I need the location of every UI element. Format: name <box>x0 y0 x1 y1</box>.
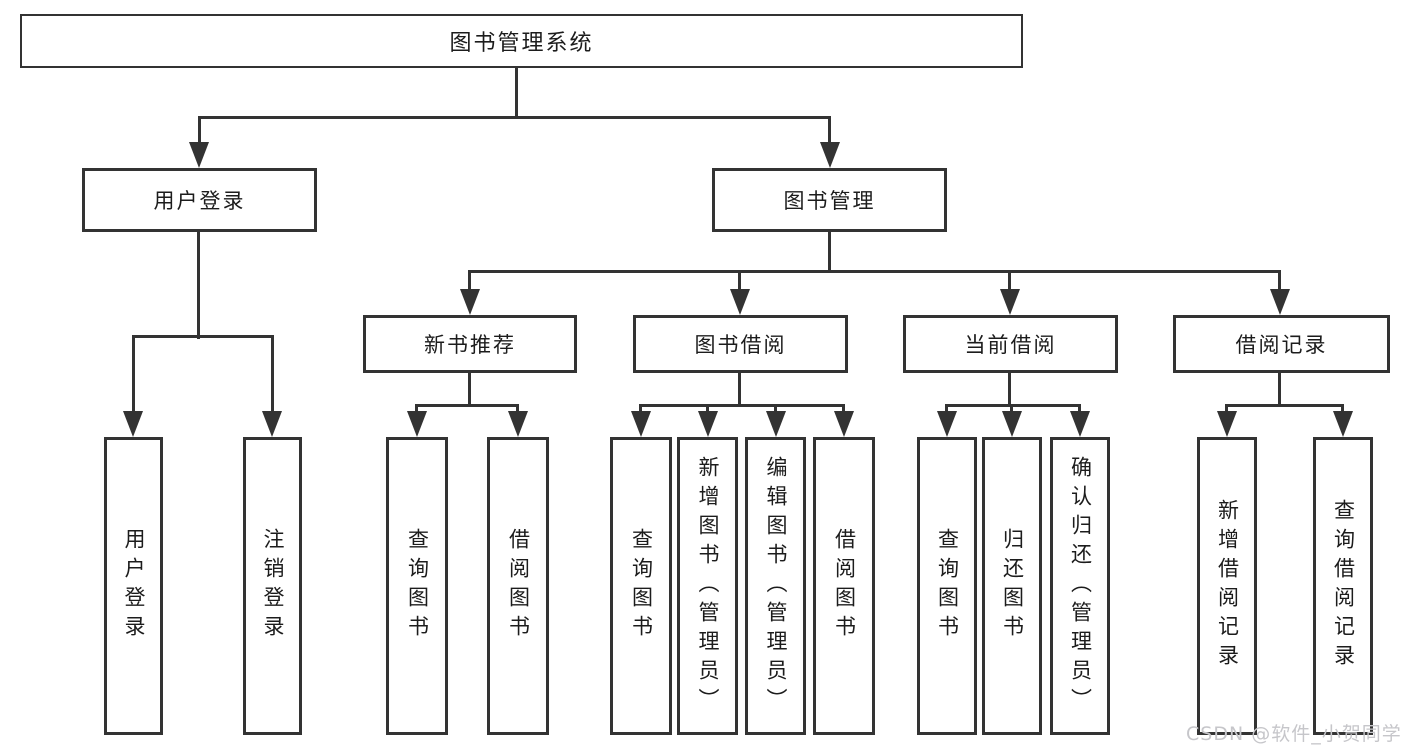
node-borrow-record: 借阅记录 <box>1173 315 1390 373</box>
edge-currentborrow-bus <box>947 404 1080 407</box>
leaf-newbook-borrow: 借阅图书 <box>487 437 549 735</box>
leaf-borrow-query: 查询图书 <box>610 437 672 735</box>
arrow-current-borrow <box>1000 289 1020 315</box>
edge-bookmgmt-bus <box>470 270 1280 273</box>
arrow-bb-add <box>698 411 718 437</box>
arrow-br-add <box>1217 411 1237 437</box>
arrow-book-borrow <box>730 289 750 315</box>
arrow-cb-query <box>937 411 957 437</box>
node-book-management: 图书管理 <box>712 168 947 232</box>
edge-stub-bb-add <box>706 404 709 414</box>
arrow-borrow-record <box>1270 289 1290 315</box>
leaf-current-return: 归还图书 <box>982 437 1042 735</box>
edge-newbook-bus <box>417 404 518 407</box>
edge-borrowrecord-down <box>1278 373 1281 406</box>
edge-bookmgmt-down <box>828 232 831 272</box>
node-root: 图书管理系统 <box>20 14 1023 68</box>
edge-stub-br-add <box>1225 404 1228 414</box>
leaf-current-confirm-return-admin: 确认归还（管理员） <box>1050 437 1110 735</box>
arrow-new-book <box>460 289 480 315</box>
node-new-book-recommend: 新书推荐 <box>363 315 577 373</box>
arrow-bb-query <box>631 411 651 437</box>
arrow-newbook-borrow <box>508 411 528 437</box>
edge-stub-current-borrow <box>1008 270 1011 292</box>
edge-stub-cb-query <box>945 404 948 414</box>
edge-userlogin-down <box>197 232 200 339</box>
arrow-bb-borrow <box>834 411 854 437</box>
leaf-newbook-query: 查询图书 <box>386 437 448 735</box>
leaf-user-login: 用户登录 <box>104 437 163 735</box>
edge-stub-book-borrow <box>738 270 741 292</box>
edge-bookborrow-down <box>738 373 741 406</box>
edge-stub-new-book <box>468 270 471 292</box>
arrow-newbook-query <box>407 411 427 437</box>
edge-borrowrecord-bus <box>1227 404 1343 407</box>
arrow-user-login <box>189 142 209 168</box>
arrow-cb-confirm <box>1070 411 1090 437</box>
edge-stub-bb-query <box>639 404 642 414</box>
edge-root-bus <box>198 116 831 119</box>
edge-root-down <box>515 68 518 118</box>
leaf-borrow-borrow: 借阅图书 <box>813 437 875 735</box>
arrow-book-management <box>820 142 840 168</box>
leaf-logout: 注销登录 <box>243 437 302 735</box>
arrow-cb-return <box>1002 411 1022 437</box>
edge-stub-newbook-borrow <box>516 404 519 414</box>
edge-stub-leaf-logout <box>271 335 274 415</box>
arrow-br-query <box>1333 411 1353 437</box>
edge-stub-user-login <box>198 116 201 146</box>
node-book-borrow: 图书借阅 <box>633 315 848 373</box>
leaf-borrow-add-admin: 新增图书（管理员） <box>677 437 738 735</box>
arrow-bb-edit <box>766 411 786 437</box>
leaf-current-query: 查询图书 <box>917 437 977 735</box>
edge-stub-book-management <box>828 116 831 146</box>
edge-stub-br-query <box>1341 404 1344 414</box>
edge-stub-cb-return <box>1010 404 1013 414</box>
edge-stub-leaf-user-login <box>132 335 135 415</box>
edge-stub-bb-borrow <box>842 404 845 414</box>
leaf-record-add: 新增借阅记录 <box>1197 437 1257 735</box>
edge-stub-newbook-query <box>415 404 418 414</box>
node-current-borrow: 当前借阅 <box>903 315 1118 373</box>
edge-stub-bb-edit <box>774 404 777 414</box>
edge-stub-cb-confirm <box>1078 404 1081 414</box>
leaf-borrow-edit-admin: 编辑图书（管理员） <box>745 437 806 735</box>
leaf-record-query: 查询借阅记录 <box>1313 437 1373 735</box>
edge-bookborrow-bus <box>641 404 844 407</box>
arrow-leaf-logout <box>262 411 282 437</box>
edge-currentborrow-down <box>1008 373 1011 406</box>
edge-stub-borrow-record <box>1278 270 1281 292</box>
edge-newbook-down <box>468 373 471 406</box>
arrow-leaf-user-login <box>123 411 143 437</box>
csdn-watermark: CSDN @软件_小贺同学 <box>1186 723 1402 745</box>
edge-userlogin-bus <box>133 335 273 338</box>
node-user-login: 用户登录 <box>82 168 317 232</box>
